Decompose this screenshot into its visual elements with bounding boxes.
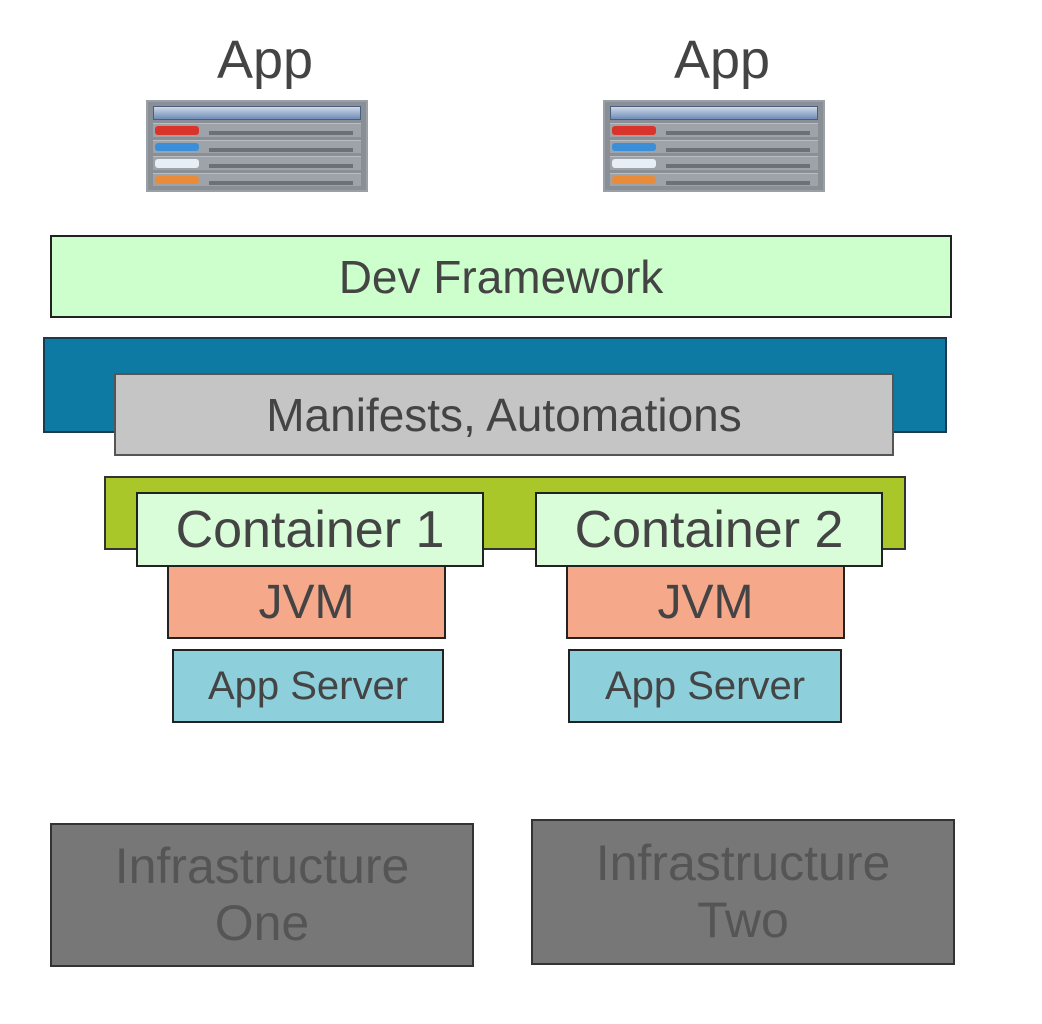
container-2: Container 2 <box>535 492 883 567</box>
infrastructure-two-line2: Two <box>697 892 789 948</box>
thumbnail-header <box>153 106 361 120</box>
thumbnail-row <box>610 172 818 186</box>
app-label-2: App <box>673 30 771 90</box>
thumbnail-row <box>153 172 361 186</box>
thumbnail-row <box>153 139 361 153</box>
thumbnail-row <box>153 156 361 170</box>
infrastructure-one: Infrastructure One <box>50 823 474 967</box>
app-server-2: App Server <box>568 649 842 723</box>
infrastructure-two: Infrastructure Two <box>531 819 955 965</box>
jvm-2: JVM <box>566 565 845 639</box>
app-screenshot-thumbnail-2 <box>603 100 825 192</box>
thumbnail-row <box>610 139 818 153</box>
dev-framework-layer: Dev Framework <box>50 235 952 318</box>
thumbnail-row <box>610 156 818 170</box>
thumbnail-header <box>610 106 818 120</box>
jvm-1: JVM <box>167 565 446 639</box>
thumbnail-row <box>610 123 818 137</box>
infrastructure-two-line1: Infrastructure <box>595 834 891 891</box>
manifests-automations-layer: Manifests, Automations <box>114 373 894 456</box>
app-server-1: App Server <box>172 649 444 723</box>
app-screenshot-thumbnail-1 <box>146 100 368 192</box>
thumbnail-row <box>153 123 361 137</box>
infrastructure-one-line2: One <box>214 895 310 951</box>
infrastructure-one-line1: Infrastructure <box>114 837 410 894</box>
app-label-1: App <box>216 30 314 90</box>
container-1: Container 1 <box>136 492 484 567</box>
